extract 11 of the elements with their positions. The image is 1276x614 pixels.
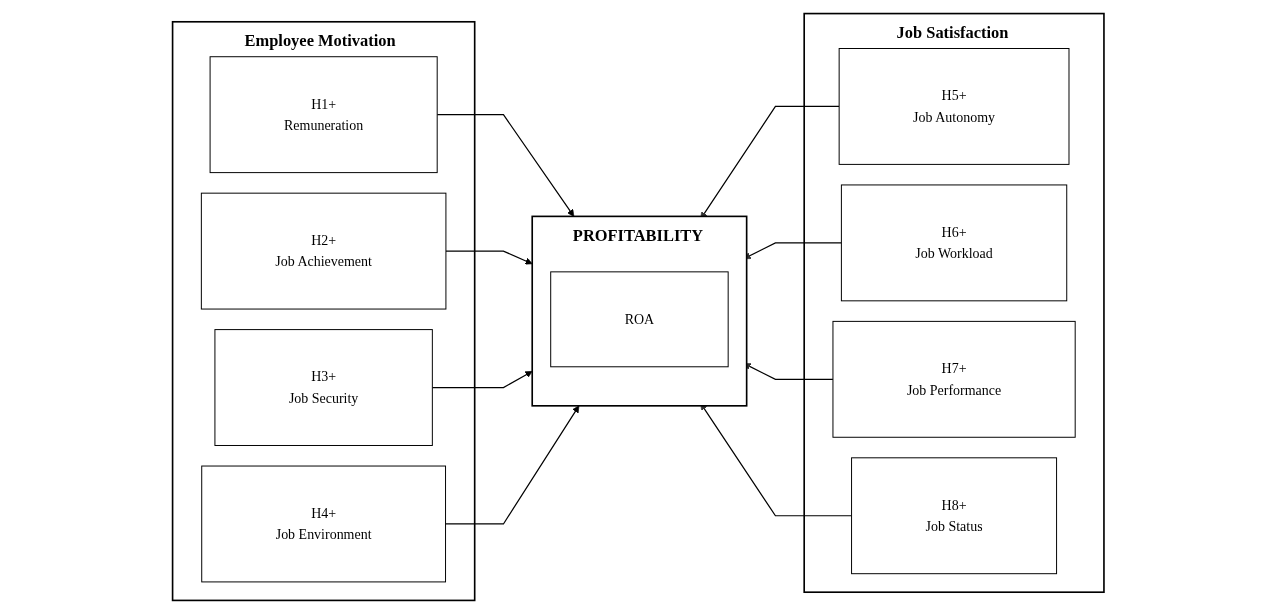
arrow (436, 114, 574, 217)
node-box: H6+ Job Workload (840, 184, 1067, 302)
node-box: H5+ Job Autonomy (838, 48, 1070, 165)
node-box: H4+ Job Environment (200, 465, 446, 583)
node-box: ROA (549, 271, 729, 368)
node-box: H1+ Remuneration (209, 56, 438, 174)
node-box: H7+ Job Performance (832, 320, 1076, 438)
arrow (444, 405, 579, 525)
node-box: H3+ Job Security (214, 329, 433, 446)
node-box: H8+ Job Status (850, 457, 1057, 575)
node-box: H2+ Job Achievement (200, 192, 447, 310)
